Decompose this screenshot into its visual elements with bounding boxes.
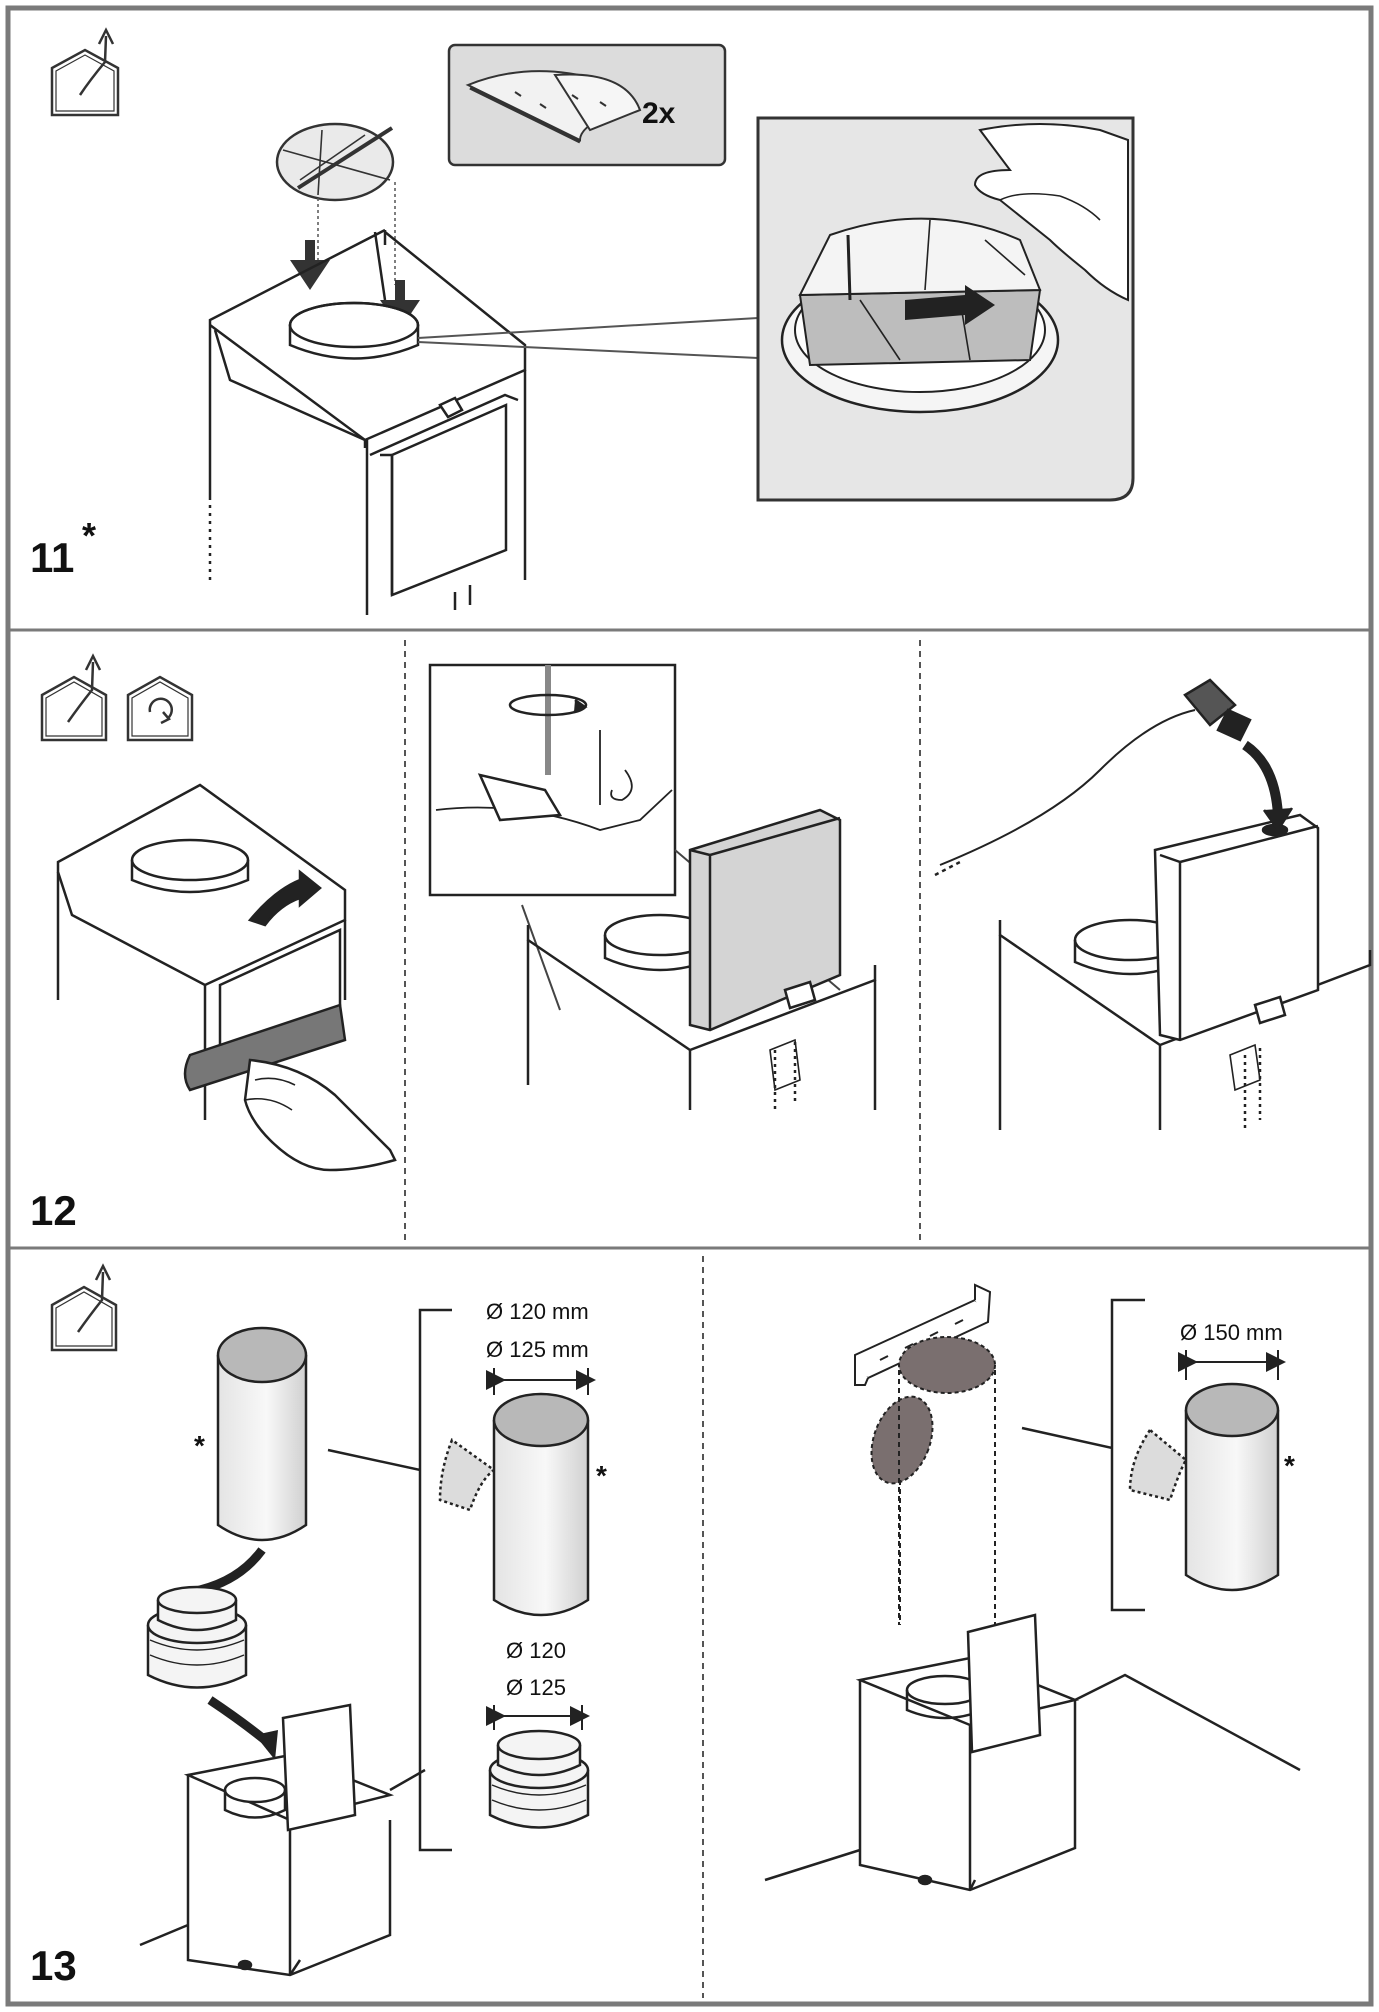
callout-bracket-13b — [1021, 1298, 1145, 1612]
asterisk-13a: * — [194, 1430, 205, 1461]
dim-line-adapter — [486, 1705, 590, 1730]
damper-discs — [275, 122, 420, 330]
house-exhaust-icon-13 — [50, 1263, 118, 1352]
adapter-13a — [146, 1585, 248, 1689]
damper-pair-badge: 2x — [447, 43, 727, 167]
step-11: 2x — [30, 27, 1135, 615]
dim-120: Ø 120 — [506, 1638, 566, 1663]
pipe-13a — [216, 1326, 308, 1542]
adapter-detail-13a — [488, 1729, 590, 1829]
dim-120-mm: Ø 120 mm — [486, 1299, 589, 1324]
dim-line-pipe-150 — [1178, 1350, 1286, 1380]
house-recirculation-icon — [126, 675, 194, 742]
hood-12c — [934, 678, 1372, 1130]
house-exhaust-icon-12 — [40, 653, 108, 742]
asterisk-pipe-13b: * — [1284, 1450, 1295, 1481]
hood-13b — [764, 1613, 1301, 1892]
pipe-with-elbow-13a — [438, 1392, 590, 1617]
callout-bracket-13a — [327, 1308, 452, 1852]
step-number-11: 11 — [30, 534, 74, 581]
dim-150-mm: Ø 150 mm — [1180, 1320, 1283, 1345]
magnifier-lines — [417, 317, 759, 359]
badge-2x: 2x — [642, 97, 676, 130]
detail-box-damper — [756, 116, 1135, 502]
step-11-marker: * — [82, 515, 96, 556]
wall-bracket-13b — [854, 1283, 992, 1386]
step-number-13: 13 — [30, 1942, 77, 1989]
step-number-12: 12 — [30, 1187, 77, 1234]
hood-12b — [428, 663, 877, 1110]
dim-125-mm: Ø 125 mm — [486, 1337, 589, 1362]
dim-125: Ø 125 — [506, 1675, 566, 1700]
step-13: * Ø 120 mm Ø 125 mm — [30, 1263, 1301, 1989]
dim-line-pipe — [486, 1368, 596, 1395]
duct-outlet-top — [898, 1336, 996, 1394]
outer-frame — [5, 5, 1374, 2007]
hood-13a — [139, 1703, 426, 1977]
asterisk-pipe-13a: * — [596, 1460, 607, 1491]
house-exhaust-icon — [50, 27, 120, 117]
duct-dashed-13b — [898, 1370, 996, 1625]
hood-body-11 — [208, 228, 527, 615]
duct-outlet-side — [870, 1395, 934, 1485]
arrow-adapter-to-hood — [207, 1696, 268, 1744]
pipe-with-elbow-13b — [1128, 1382, 1280, 1592]
hood-12a — [56, 783, 397, 1172]
step-12: 12 — [30, 653, 1372, 1234]
